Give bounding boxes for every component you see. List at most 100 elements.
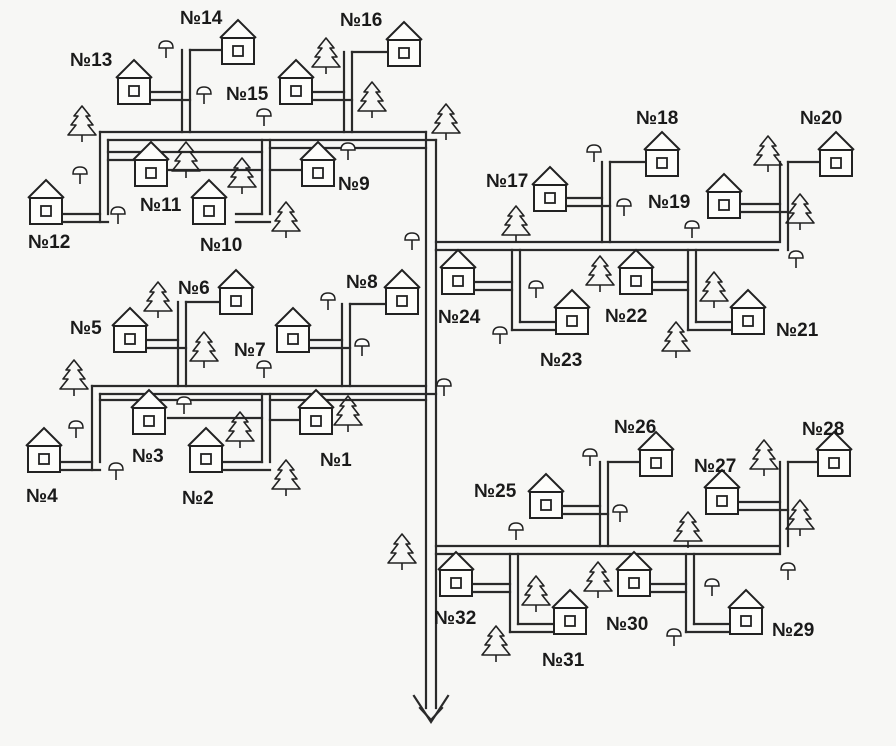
mushroom-icon [436, 378, 452, 396]
house-7-house-icon [274, 306, 312, 353]
mushroom-icon [612, 504, 628, 522]
house-10-house-icon [190, 178, 228, 225]
house-9-house-icon [299, 140, 337, 187]
house-22-house-icon [617, 248, 655, 295]
mushroom-icon [110, 206, 126, 224]
mushroom-icon [492, 326, 508, 344]
house-label-5: №5 [70, 318, 102, 339]
house-17-house-icon [531, 165, 569, 212]
house-26-house-icon [637, 430, 675, 477]
house-12-house-icon [27, 178, 65, 225]
fir-tree-icon [583, 561, 613, 598]
mushroom-icon [256, 360, 272, 378]
house-3-house-icon [130, 388, 168, 435]
road-network [58, 48, 822, 725]
fir-tree-icon [753, 135, 783, 172]
mushroom-icon [528, 280, 544, 298]
house-label-7: №7 [234, 340, 266, 361]
mushroom-icon [256, 108, 272, 126]
house-label-11: №11 [140, 195, 182, 216]
fir-tree-icon [785, 193, 815, 230]
house-13-house-icon [115, 58, 153, 105]
houses-layer [25, 18, 855, 635]
house-19-house-icon [705, 172, 743, 219]
road-segment [412, 694, 450, 725]
mushroom-icon [404, 232, 420, 250]
fir-tree-icon [749, 439, 779, 476]
house-15-house-icon [277, 58, 315, 105]
mushroom-icon [108, 462, 124, 480]
fir-tree-icon [661, 321, 691, 358]
house-29-house-icon [727, 588, 765, 635]
fir-tree-icon [585, 255, 615, 292]
road-segment [418, 706, 444, 722]
mushroom-icon [72, 166, 88, 184]
mushroom-icon [158, 40, 174, 58]
house-label-20: №20 [800, 108, 842, 129]
fir-tree-icon [481, 625, 511, 662]
house-6-house-icon [217, 268, 255, 315]
fir-tree-icon [785, 499, 815, 536]
mushroom-icon [340, 142, 356, 160]
house-label-12: №12 [28, 232, 70, 253]
mushroom-icon [616, 198, 632, 216]
house-label-6: №6 [178, 278, 210, 299]
mushroom-icon [788, 250, 804, 268]
fir-tree-icon [59, 359, 89, 396]
fir-tree-icon [143, 281, 173, 318]
house-25-house-icon [527, 472, 565, 519]
house-23-house-icon [553, 288, 591, 335]
fir-tree-icon [225, 411, 255, 448]
house-label-8: №8 [346, 272, 378, 293]
fir-tree-icon [521, 575, 551, 612]
fir-tree-icon [189, 331, 219, 368]
fir-tree-icon [387, 533, 417, 570]
fir-tree-icon [271, 201, 301, 238]
house-label-27: №27 [694, 456, 736, 477]
house-32-house-icon [437, 550, 475, 597]
mushroom-icon [582, 448, 598, 466]
house-30-house-icon [615, 550, 653, 597]
house-label-31: №31 [542, 650, 585, 671]
house-label-24: №24 [438, 307, 481, 328]
house-label-13: №13 [70, 50, 112, 71]
mushroom-icon [780, 562, 796, 580]
mushroom-icon [354, 338, 370, 356]
house-27-house-icon [703, 468, 741, 515]
house-label-32: №32 [434, 608, 476, 629]
mushroom-icon [68, 420, 84, 438]
fir-tree-icon [67, 105, 97, 142]
house-label-23: №23 [540, 350, 582, 371]
mushroom-icon [704, 578, 720, 596]
house-11-house-icon [132, 140, 170, 187]
house-label-29: №29 [772, 620, 814, 641]
house-label-4: №4 [26, 486, 58, 507]
fir-tree-icon [311, 37, 341, 74]
house-21-house-icon [729, 288, 767, 335]
house-label-30: №30 [606, 614, 648, 635]
mushroom-icon [176, 396, 192, 414]
house-8-house-icon [383, 268, 421, 315]
house-1-house-icon [297, 388, 335, 435]
fir-tree-icon [171, 141, 201, 178]
house-4-house-icon [25, 426, 63, 473]
house-label-25: №25 [474, 481, 517, 502]
house-label-2: №2 [182, 488, 214, 509]
house-28-house-icon [815, 430, 853, 477]
fir-tree-icon [431, 103, 461, 140]
house-2-house-icon [187, 426, 225, 473]
house-14-house-icon [219, 18, 257, 65]
fir-tree-icon [699, 271, 729, 308]
mushroom-icon [508, 522, 524, 540]
house-label-16: №16 [340, 10, 382, 31]
mushroom-icon [586, 144, 602, 162]
house-5-house-icon [111, 306, 149, 353]
house-18-house-icon [643, 130, 681, 177]
house-label-28: №28 [802, 419, 844, 440]
mushroom-icon [320, 292, 336, 310]
house-label-15: №15 [226, 84, 269, 105]
fir-tree-icon [333, 395, 363, 432]
house-label-17: №17 [486, 171, 528, 192]
